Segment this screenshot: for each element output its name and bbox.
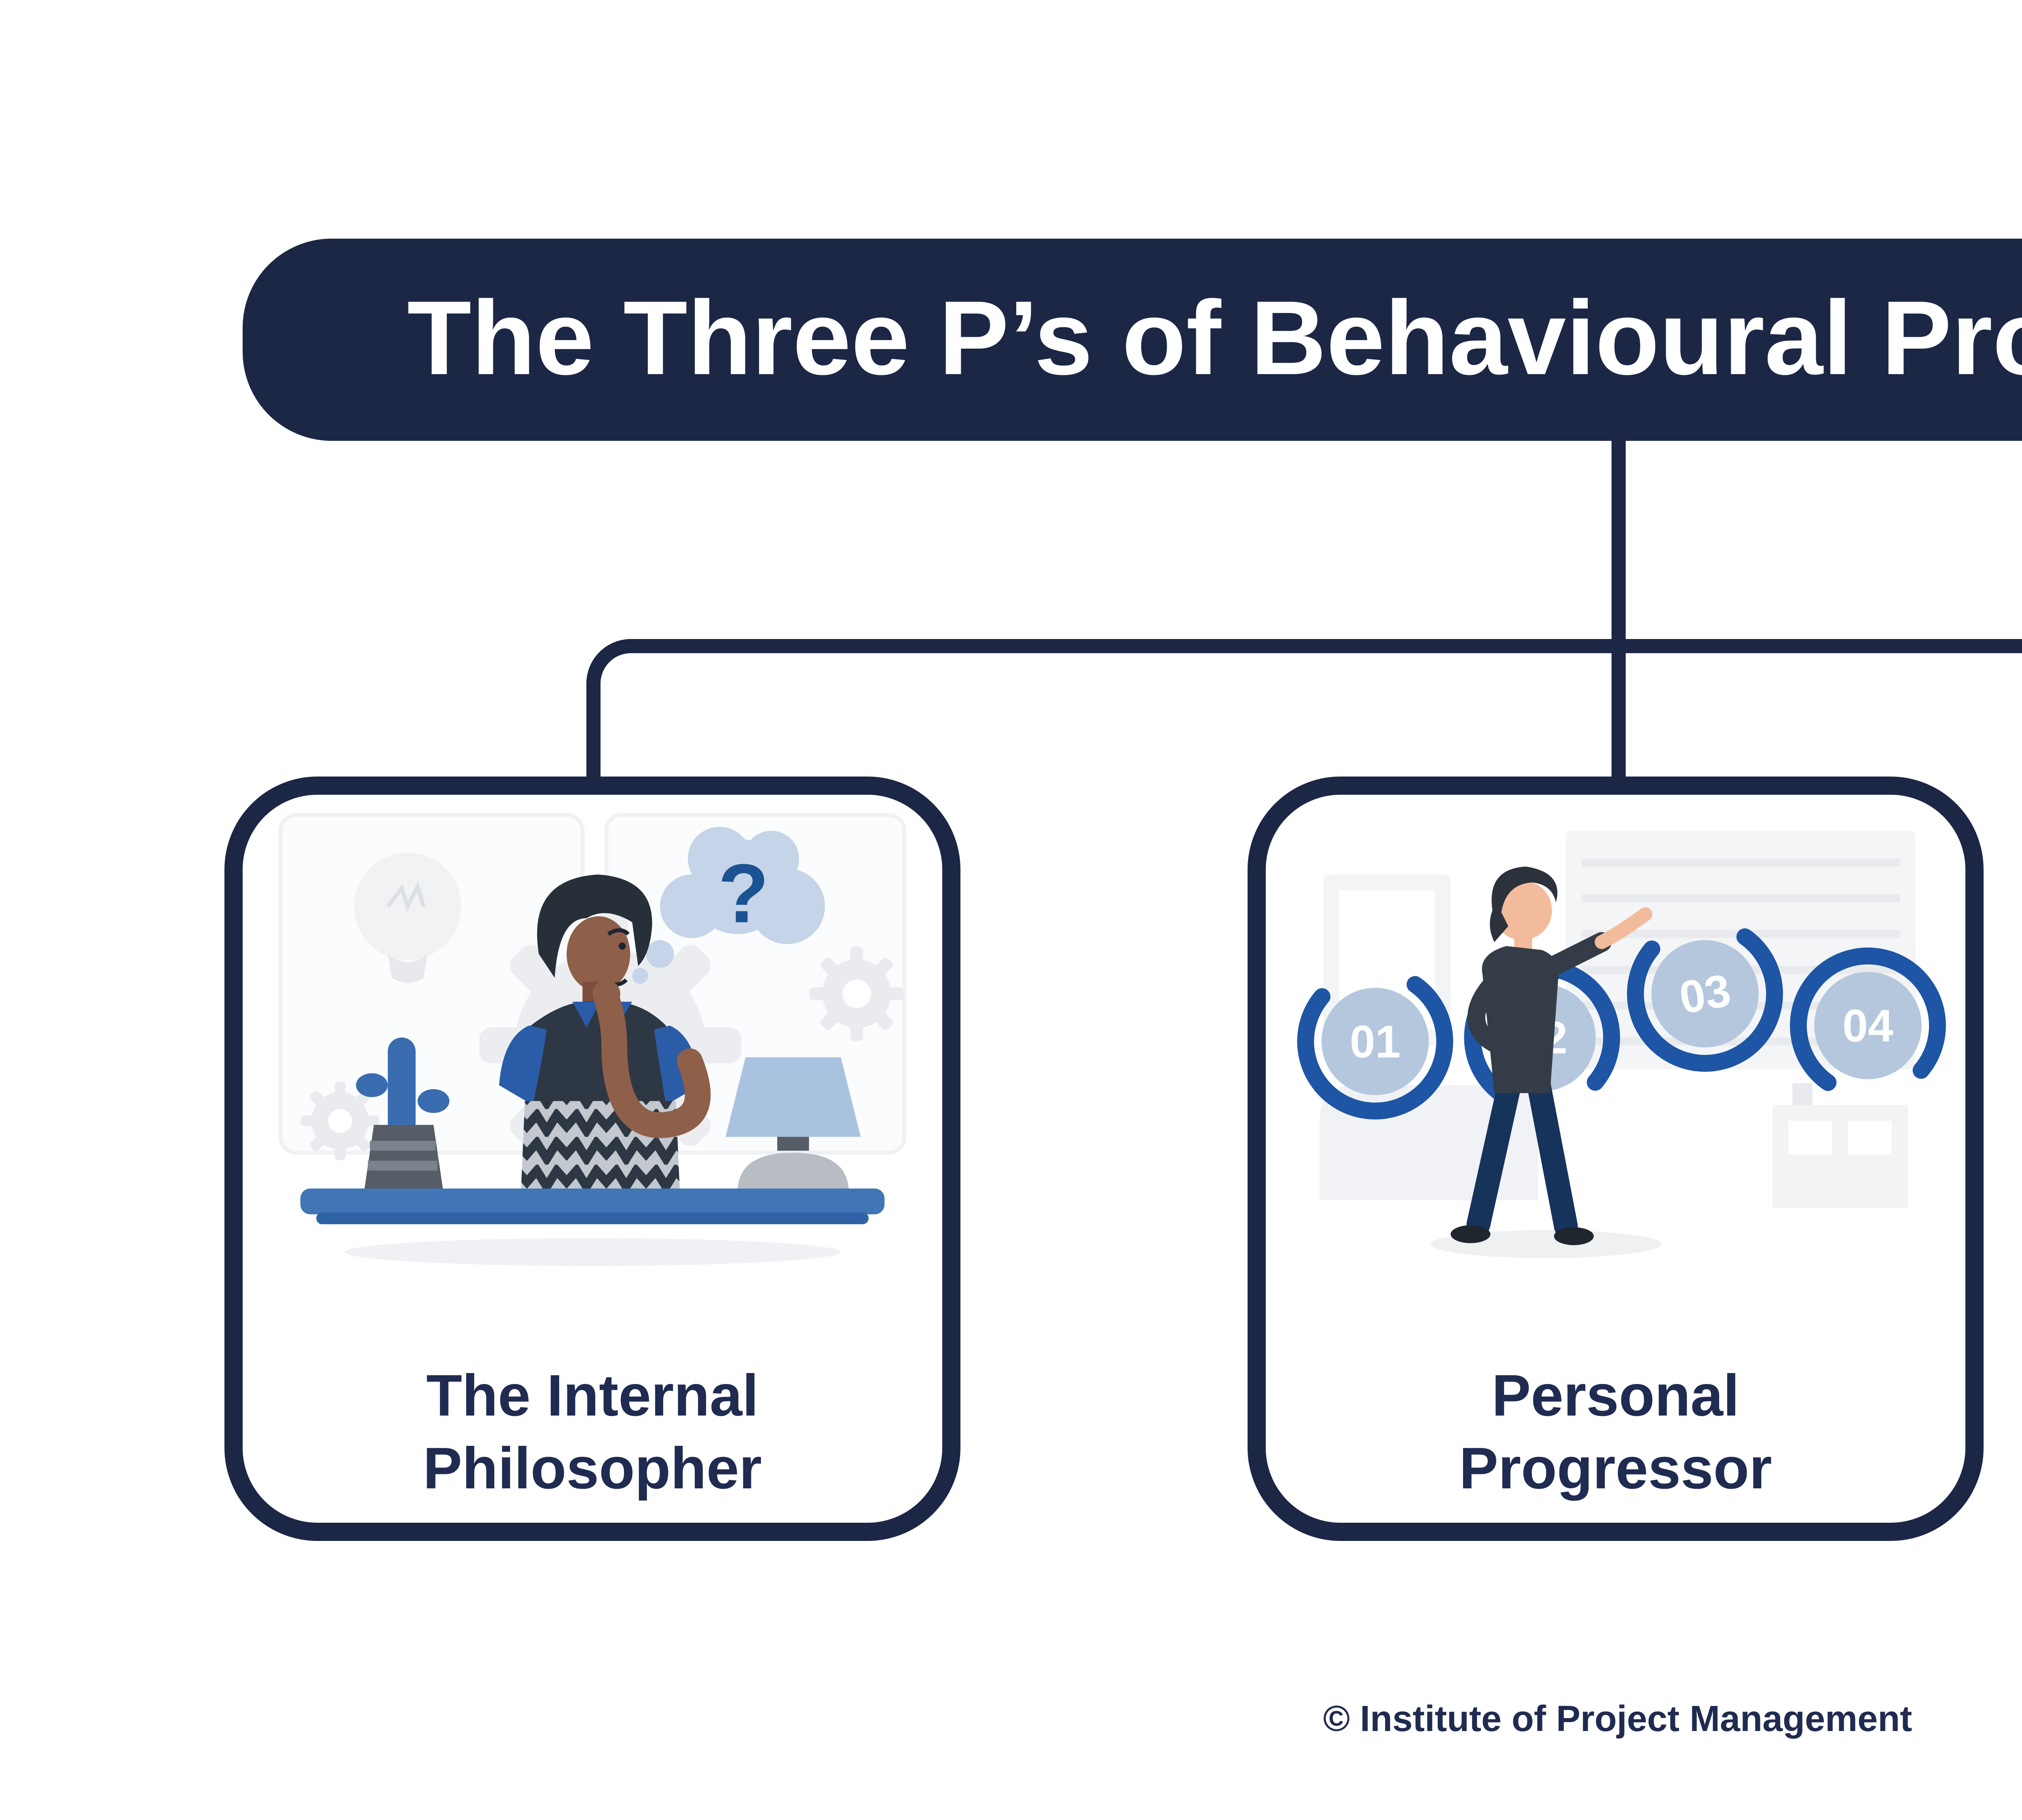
- gear-icon: [809, 946, 904, 1041]
- card-label-line2: Philosopher: [423, 1438, 762, 1503]
- person-pointing: [1451, 866, 1652, 1245]
- illustration-man-thinking: ?: [278, 813, 907, 1266]
- card-label-line1: The Internal: [426, 1365, 759, 1430]
- lamp-icon: [725, 1057, 861, 1193]
- person-thinking: [499, 874, 711, 1193]
- copyright-footer: © Institute of Project Management: [1323, 1699, 1912, 1739]
- illustration-progress-steps: 01 02 03 04: [1297, 831, 1946, 1258]
- connector-stem: [1610, 441, 1625, 783]
- connector-bracket: [585, 638, 2022, 780]
- thought-cloud: ?: [632, 827, 825, 984]
- card-label: Personal Progressor: [1459, 1361, 1772, 1507]
- floor-shadow: [344, 1238, 841, 1266]
- step-circle-01: 01: [1297, 963, 1453, 1120]
- card-label-line1: Personal: [1491, 1365, 1740, 1430]
- step-circle-03: 03: [1627, 916, 1783, 1072]
- background-room: [1319, 831, 1916, 1208]
- card-internal-philosopher: ?: [224, 777, 960, 1541]
- page-title: The Three P’s of Behavioural Project Lea…: [407, 281, 2022, 398]
- title-banner: The Three P’s of Behavioural Project Lea…: [243, 239, 2022, 441]
- step-number: 03: [1675, 964, 1734, 1023]
- question-mark: ?: [718, 847, 769, 940]
- step-number: 04: [1842, 1000, 1893, 1051]
- card-label-line2: Progressor: [1459, 1438, 1772, 1503]
- card-personal-progressor: 01 02 03 04: [1248, 777, 1984, 1541]
- step-circle-04: 04: [1790, 947, 1946, 1104]
- light-bulb-icon: [354, 853, 461, 983]
- cactus-icon: [356, 1037, 450, 1193]
- card-label: The Internal Philosopher: [423, 1361, 762, 1507]
- desk: [300, 1188, 885, 1225]
- step-number: 01: [1350, 1016, 1401, 1067]
